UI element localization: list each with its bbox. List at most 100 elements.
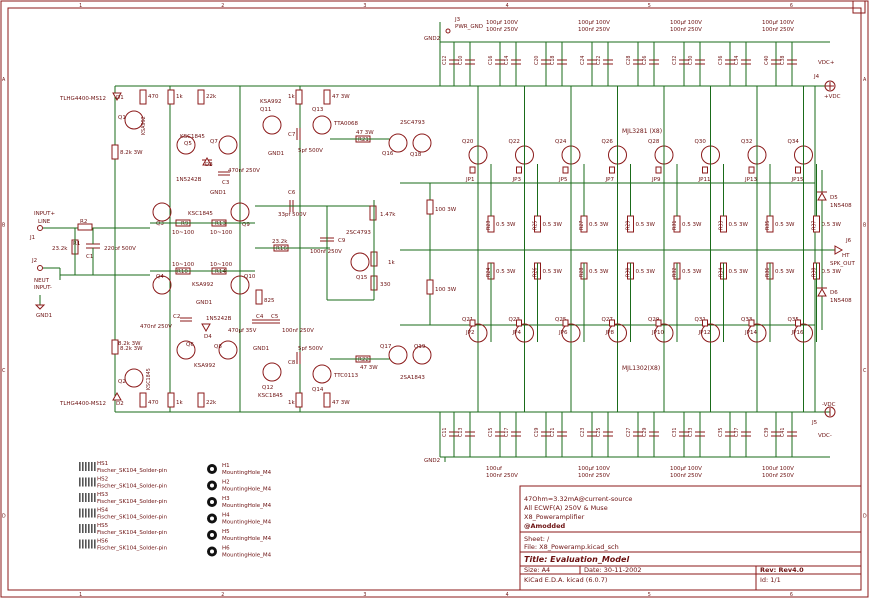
emitter-r-value: 0.5 3W [775, 269, 795, 275]
tb-note-3: X8_Poweramplifier [524, 513, 585, 521]
zone-row-left: D [2, 513, 6, 519]
heatsink-fin [82, 493, 84, 502]
heatsink-value: Fischer_SK104_Solder-pin [97, 499, 168, 505]
r9-value: 10~100 [172, 230, 195, 236]
c5-ref: C5 [271, 314, 279, 320]
cap-ref: C10 [458, 56, 464, 65]
q2-value: KSC1845 [146, 368, 152, 390]
heatsink-fin [91, 524, 93, 533]
heatsink-ref: HS5 [97, 523, 109, 529]
cap-ref: C29 [642, 428, 648, 437]
output-q-ref: Q24 [555, 139, 567, 145]
emitter-r-ref: R36 [765, 268, 771, 277]
cap-value-a: 100µf 100V [670, 20, 702, 26]
heatsink-fin [79, 539, 81, 549]
cap-ref: C40 [764, 56, 770, 65]
zone-col-bottom: 1 [79, 592, 82, 598]
cap-ref: C13 [458, 428, 464, 437]
r16-value: 23.2k [272, 239, 288, 245]
output-q-ref: Q20 [462, 139, 474, 145]
r22ka: 22k [206, 94, 217, 100]
j2-label: NEUT [34, 278, 50, 284]
connector-j6: J6 HT SPK_OUT [830, 238, 856, 267]
r470b: 470 [148, 400, 159, 406]
heatsink-fin [82, 477, 84, 487]
heatsink-value: Fischer_SK104_Solder-pin [97, 484, 168, 490]
r47b: 47 3W [332, 400, 350, 406]
heatsink-fin [91, 493, 93, 502]
jumper-ref: JP12 [698, 330, 711, 336]
c7-ref: C7 [288, 132, 296, 138]
cap-ref: C35 [718, 428, 724, 437]
q5-ref: Q5 [184, 141, 192, 147]
heatsink-ref: HS2 [97, 477, 108, 483]
jumper-ref: JP3 [512, 177, 522, 183]
q8-ref: Q8 [214, 344, 222, 350]
r14-value: 10~100 [210, 262, 233, 268]
cap-ref: C18 [550, 56, 556, 65]
output-q-ref: Q22 [509, 139, 520, 145]
connector-j4: VDC+ J4 +VDC [813, 60, 841, 100]
heatsink-fin [94, 477, 96, 487]
heatsink-fin [79, 508, 81, 518]
cap-ref: C12 [442, 56, 448, 65]
q1-value: KSA992 [141, 116, 147, 135]
front-end: D1 TLHG4400-MS12 470 Q1 KSA992 8.2k 3W D… [59, 86, 457, 412]
r21-value: 47 3W [356, 130, 374, 136]
d1-ref: D1 [116, 95, 124, 101]
cap-ref: C32 [672, 56, 678, 65]
tb-file: File: X8_Poweramp.kicad_sch [524, 543, 619, 551]
heatsink-fin [88, 477, 90, 487]
heatsink-fin [85, 508, 87, 518]
tb-rev: Rev: Rev4.0 [760, 566, 804, 574]
zone-row-left: A [2, 77, 6, 83]
r22-value: 47 3W [360, 365, 378, 371]
emitter-r-value: 0.5 3W [682, 269, 702, 275]
j3-label: PWR_GND [455, 24, 483, 30]
gnd1-q11: GND1 [268, 151, 284, 157]
r1-ref: R1 [73, 241, 80, 247]
hole-value: MountingHole_M4 [222, 487, 272, 493]
q39: KSC1845 [188, 211, 213, 217]
output-transistor [515, 323, 534, 343]
c1-ref: C1 [86, 254, 93, 260]
heatsink-fin [85, 477, 87, 487]
title-block: 47Ohm=3.32mA@current-source All ECWF(A) … [519, 485, 862, 591]
cap-ref: C17 [504, 428, 510, 437]
r1kd: 1k [288, 400, 295, 406]
cap-value-a: 100uf 100V [762, 466, 794, 472]
heatsink-fin [79, 524, 81, 533]
heatsink-value: Fischer_SK104_Solder-pin [97, 530, 168, 536]
r22-ref: R22 [358, 357, 369, 363]
r82b: 8.2k 3W [120, 346, 143, 352]
emitter-r-value: 0.5 3W [775, 222, 795, 228]
heatsink-value: Fischer_SK104_Solder-pin [97, 468, 168, 474]
r1ka: 1k [176, 94, 183, 100]
q15-value: 2SC4793 [346, 230, 371, 236]
heatsink-list: HS1Fischer_SK104_Solder-pinHS2Fischer_SK… [79, 461, 168, 552]
q17-ref: Q17 [380, 344, 392, 350]
jumper-ref: JP5 [558, 177, 568, 183]
emitter-r-value: 0.5 3W [822, 222, 842, 228]
q18-value: 2SC4793 [400, 120, 425, 126]
c4-ref: C4 [256, 314, 264, 320]
emitter-r-value: 0.5 3W [543, 269, 563, 275]
heatsink-fin [88, 524, 90, 533]
zone-row-left: B [2, 222, 5, 228]
q18-ref: Q18 [410, 152, 422, 158]
corner-mark [852, 0, 866, 14]
gnd1-c2: GND1 [196, 300, 212, 306]
q13-value: TTA0068 [333, 121, 358, 127]
emitter-r-value: 0.5 3W [496, 269, 516, 275]
c3-value: 470nf 250V [228, 168, 260, 174]
c2-value: 470nf 250V [140, 324, 172, 330]
r2-ref: R2 [80, 219, 87, 225]
zone-row-left: C [2, 368, 6, 374]
q11-value: KSA992 [260, 99, 281, 105]
